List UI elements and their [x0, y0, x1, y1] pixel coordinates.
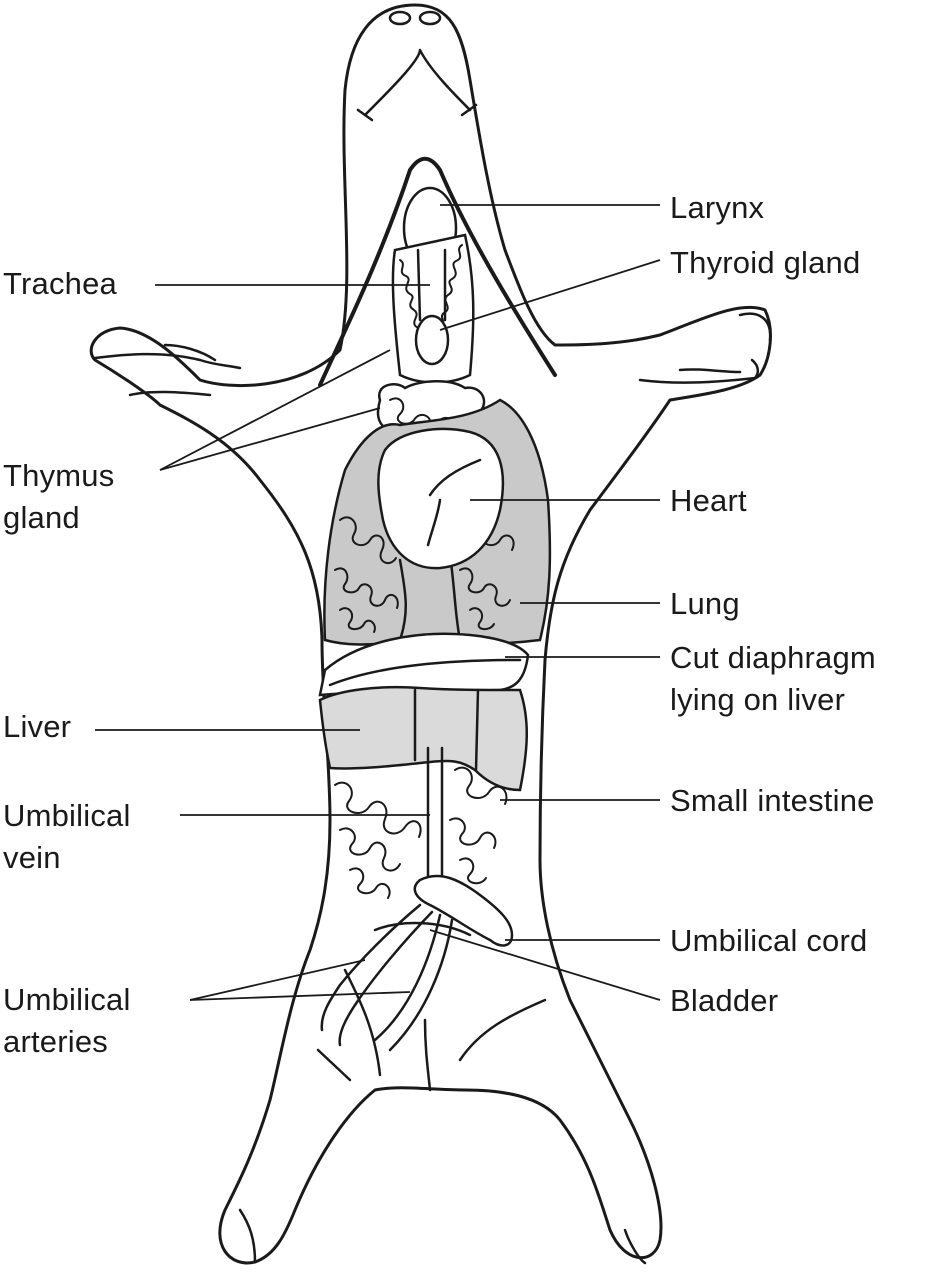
nostril-right [418, 10, 442, 26]
label-umbilical-vein: Umbilical vein [3, 798, 131, 875]
leader-thymus-1 [159, 349, 391, 471]
label-thymus-gland: Thymus gland [3, 458, 115, 535]
mouth-line [363, 48, 472, 117]
thyroid-organ [414, 314, 450, 366]
leader-arteries-2 [189, 991, 411, 1001]
label-liver: Liver [3, 709, 72, 744]
label-lung: Lung [670, 586, 740, 621]
leader-thymus-2 [159, 407, 381, 471]
leader-arteries-1 [189, 959, 366, 1001]
label-larynx: Larynx [670, 190, 765, 225]
label-thyroid-gland: Thyroid gland [670, 245, 861, 280]
neck-opening [318, 156, 557, 387]
label-umbilical-arteries: Umbilical arteries [3, 982, 131, 1059]
label-heart: Heart [670, 483, 747, 518]
umbilical-arteries-organ [320, 903, 422, 1032]
label-small-intestine: Small intestine [670, 783, 875, 818]
leader-thyroid [439, 259, 661, 331]
label-cut-diaphragm: Cut diaphragm lying on liver [670, 640, 876, 717]
leader-bladder [429, 929, 661, 1001]
label-trachea: Trachea [3, 266, 117, 301]
nostril-left [388, 10, 412, 26]
label-bladder: Bladder [670, 983, 779, 1018]
umbilical-vein-organ [426, 746, 444, 887]
umbilical-cord-organ [413, 874, 514, 947]
label-umbilical-cord: Umbilical cord [670, 923, 868, 958]
